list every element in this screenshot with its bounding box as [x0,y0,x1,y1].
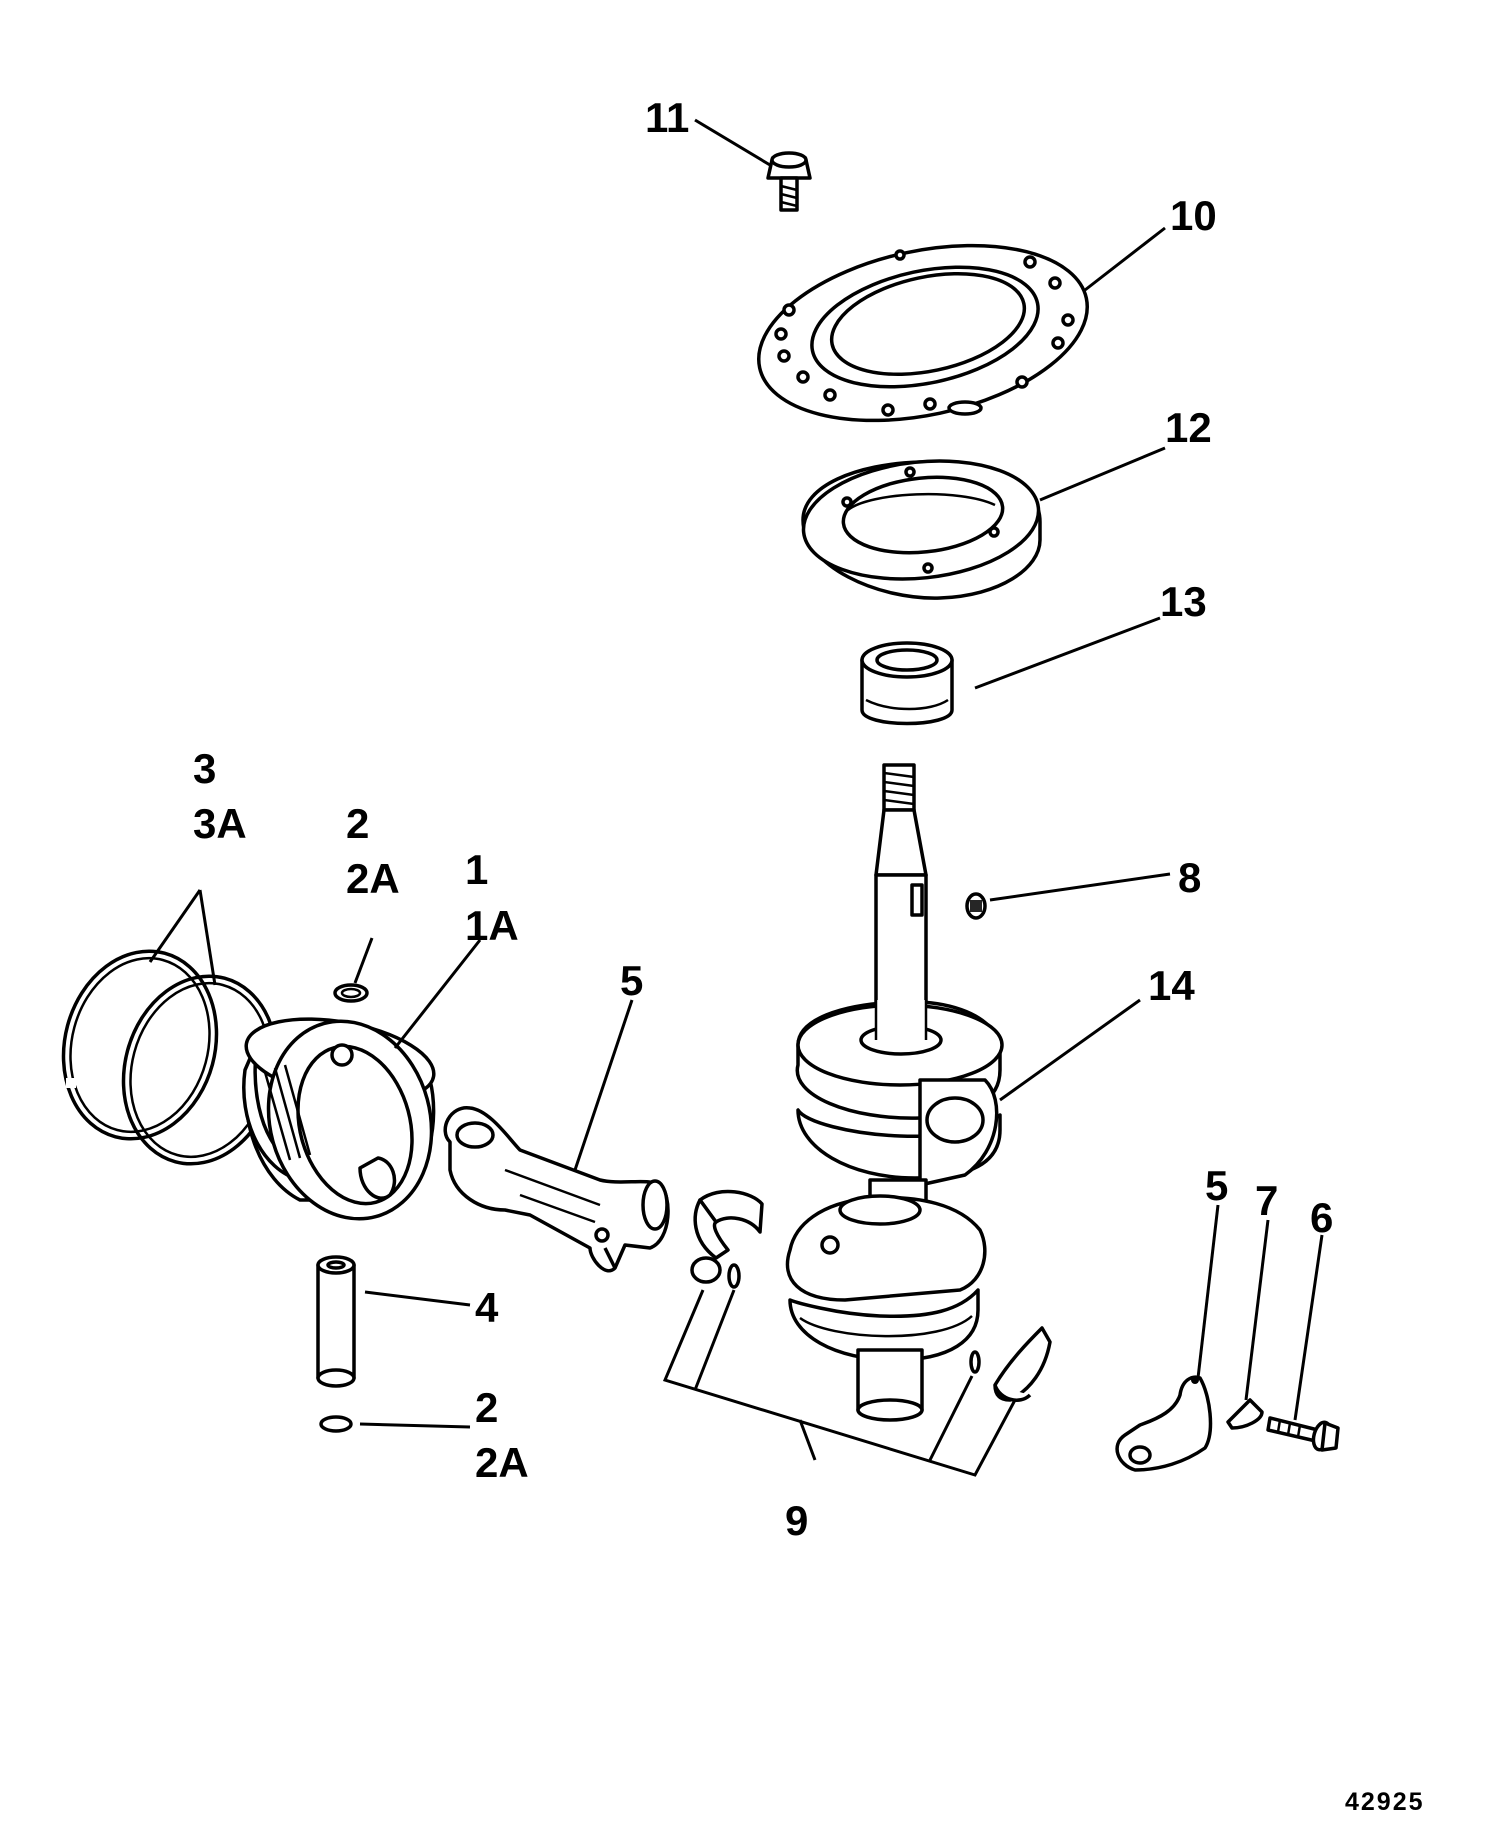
leader-14 [999,998,1141,1102]
part-14-crankshaft [785,763,1004,1422]
part-4-wrist-pin [316,1255,356,1388]
label-8: 8 [1178,854,1201,901]
leader-2-top [353,937,374,984]
leader-8 [989,872,1171,902]
part-10-gasket-plate [757,243,1089,423]
leader-lines [148,118,1324,1477]
leader-6 [1293,1234,1324,1421]
label-2a-bottom: 2A [475,1439,529,1486]
leader-5-rod [573,999,634,1171]
label-1a: 1A [465,902,519,949]
part-12-bearing-cage [801,459,1042,600]
part-5-connecting-rod [443,1106,670,1273]
label-3: 3 [193,745,216,792]
label-3a: 3A [193,800,247,847]
part-11-screw [766,151,812,212]
label-2-bottom: 2 [475,1384,498,1431]
part-1-piston [242,1017,436,1221]
leader-12 [1039,446,1166,502]
figure-number: 42925 [1345,1788,1425,1816]
leader-4 [364,1290,471,1307]
leader-13 [974,616,1161,690]
part-5-rod-cap [1115,1375,1213,1472]
label-6: 6 [1310,1194,1333,1241]
part-8-woodruff-key [965,892,987,920]
leader-7 [1244,1219,1270,1401]
part-6-rod-screw [1266,1416,1340,1452]
label-1: 1 [465,846,488,893]
part-2-top-retaining-ring [333,983,369,1003]
leader-9-bracket [662,1289,1017,1477]
label-5-rod: 5 [620,957,643,1004]
leader-5-cap [1196,1204,1220,1379]
label-7: 7 [1255,1177,1278,1224]
label-2-top: 2 [346,800,369,847]
leader-1 [393,939,482,1049]
part-9-bearings [690,1189,1052,1402]
label-2a-top: 2A [346,855,400,902]
label-5-cap: 5 [1205,1162,1228,1209]
part-labels: 11 10 12 13 3 3A 2 2A 1 1A 8 5 14 5 7 6 … [193,94,1425,1816]
label-10: 10 [1170,192,1217,239]
label-13: 13 [1160,578,1207,625]
leader-10 [1084,226,1166,292]
part-7-lock-tab [1226,1398,1264,1430]
leader-11 [694,118,771,167]
label-11: 11 [645,94,689,141]
label-12: 12 [1165,404,1212,451]
part-2-bottom-retaining-ring [319,1415,353,1433]
leader-3-a [148,889,202,963]
label-14: 14 [1148,962,1195,1009]
leader-3-b [198,889,217,986]
part-13-bushing [860,641,954,726]
leader-2-bottom [359,1422,471,1429]
label-9: 9 [785,1497,808,1544]
label-4: 4 [475,1284,499,1331]
